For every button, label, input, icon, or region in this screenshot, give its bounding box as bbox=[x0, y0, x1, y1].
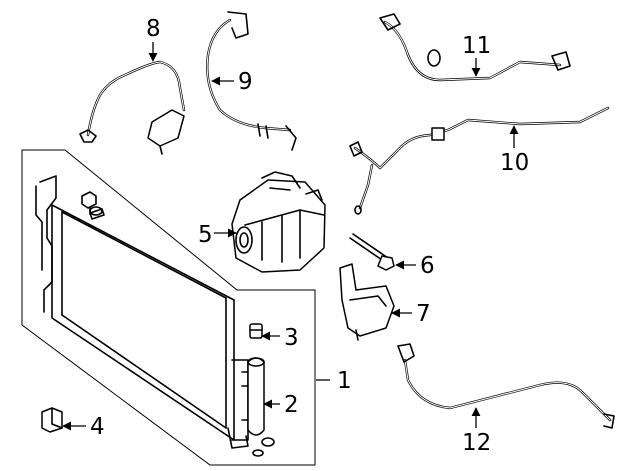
cap-plug-part[interactable] bbox=[249, 323, 263, 339]
liquid-line-tube-part[interactable] bbox=[349, 106, 610, 215]
callout-4: 4 bbox=[90, 414, 105, 440]
pressure-hose-part[interactable] bbox=[397, 343, 615, 429]
callout-3: 3 bbox=[284, 325, 299, 351]
callout-11: 11 bbox=[462, 33, 491, 59]
callout-1: 1 bbox=[337, 368, 352, 394]
callout-8: 8 bbox=[146, 16, 161, 42]
callout-10: 10 bbox=[500, 150, 529, 176]
suction-hose-part[interactable] bbox=[206, 11, 297, 151]
compressor-part[interactable] bbox=[231, 171, 326, 273]
condenser-group-outline bbox=[21, 149, 316, 466]
callout-9: 9 bbox=[238, 69, 253, 95]
mount-clip-part[interactable] bbox=[41, 407, 63, 433]
callout-leaders bbox=[62, 42, 519, 431]
condenser-part[interactable] bbox=[35, 175, 249, 449]
receiver-drier-part[interactable] bbox=[231, 357, 275, 457]
condenser-bolt[interactable] bbox=[81, 191, 105, 220]
compressor-bolt-part[interactable] bbox=[349, 233, 395, 271]
hose-bracket-part[interactable] bbox=[339, 263, 395, 341]
callout-6: 6 bbox=[420, 253, 435, 279]
callout-7: 7 bbox=[416, 301, 431, 327]
tube-assembly-part[interactable] bbox=[379, 13, 571, 82]
callout-5: 5 bbox=[198, 222, 213, 248]
callout-12: 12 bbox=[462, 430, 491, 456]
callout-2: 2 bbox=[284, 392, 299, 418]
discharge-hose-part[interactable] bbox=[79, 60, 186, 155]
callout-labels: 1 2 3 4 5 6 7 8 9 10 11 12 bbox=[90, 16, 529, 456]
